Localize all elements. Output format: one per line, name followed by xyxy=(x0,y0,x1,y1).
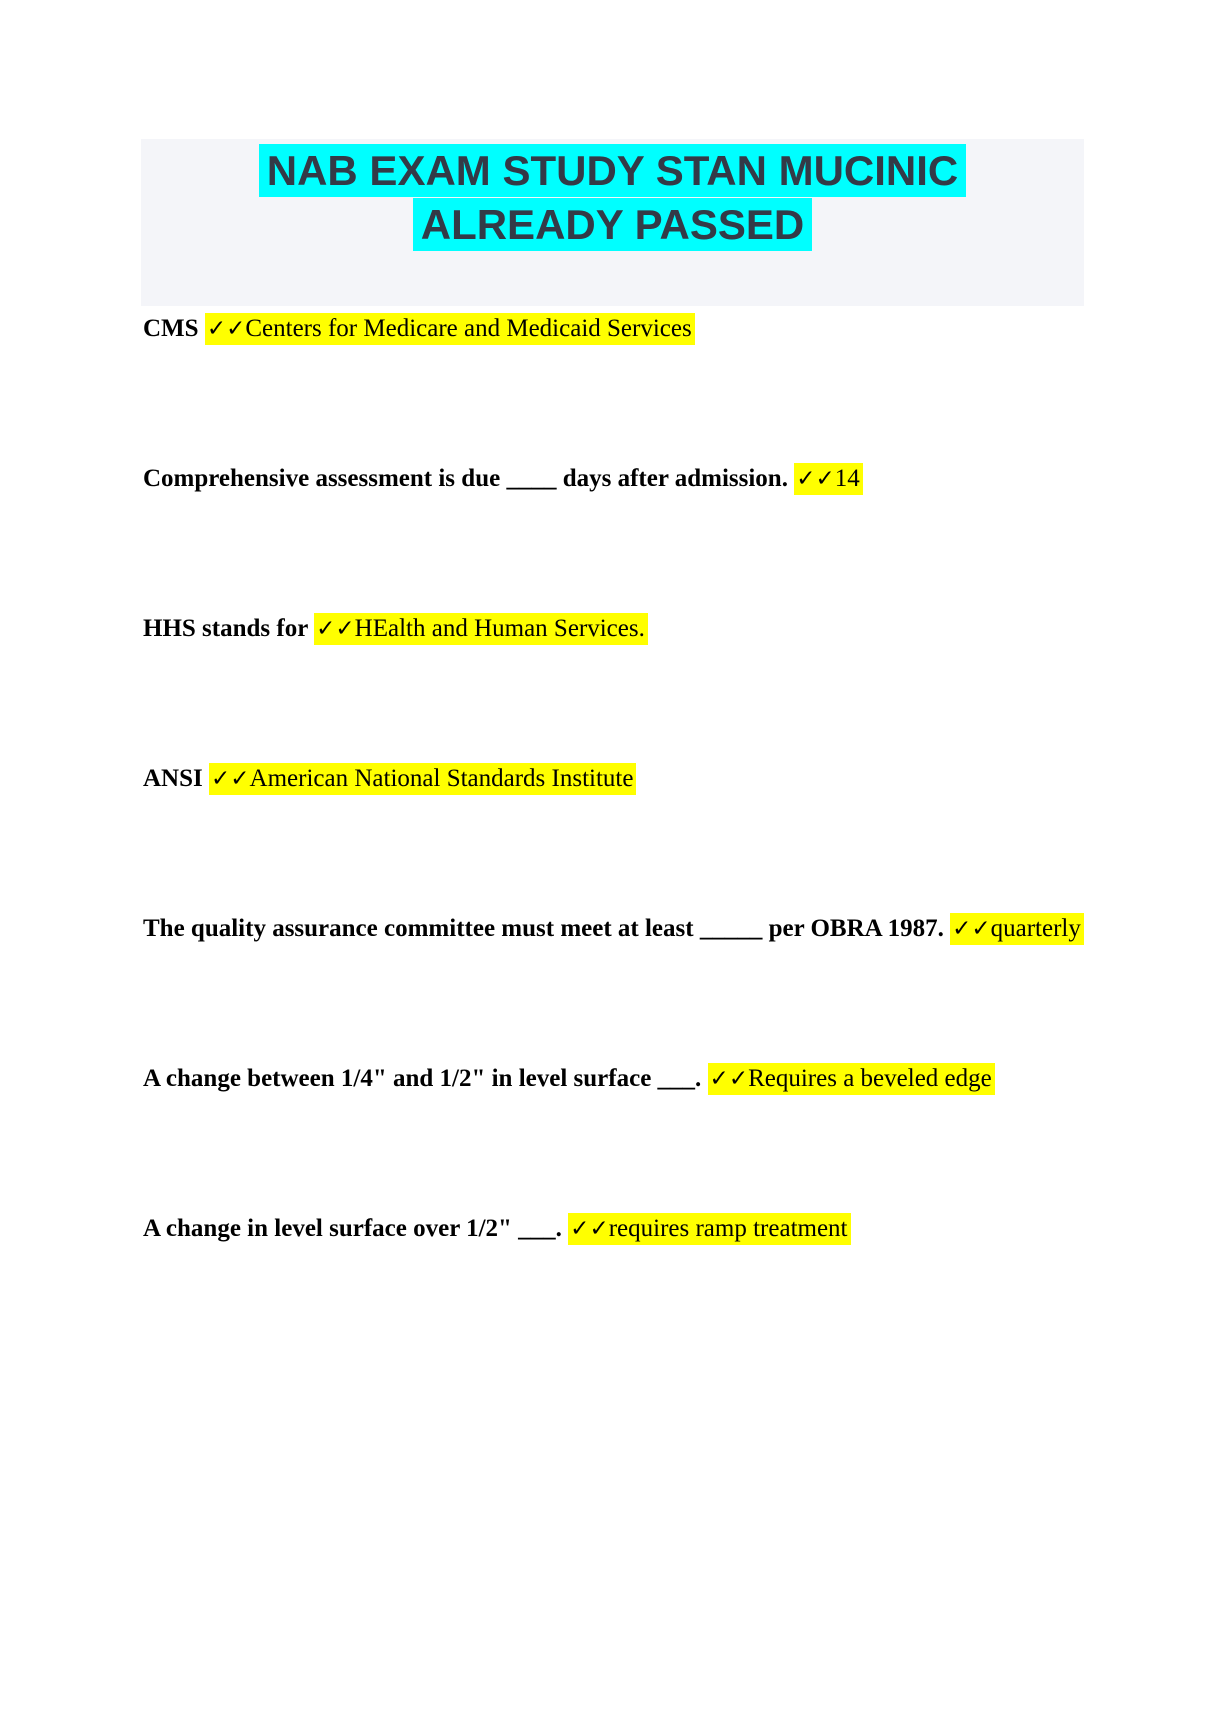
question-text: HHS stands for xyxy=(143,615,315,642)
answer-highlight: ✓✓HEalth and Human Services. xyxy=(314,613,648,645)
answer-highlight: ✓✓American National Standards Institute xyxy=(209,763,637,795)
question-text: The quality assurance committee must mee… xyxy=(143,915,951,942)
answer-text: Centers for Medicare and Medicaid Servic… xyxy=(245,315,692,342)
qa-item-hhs: HHS stands for ✓✓HEalth and Human Servic… xyxy=(143,612,1104,646)
answer-highlight: ✓✓Requires a beveled edge xyxy=(707,1063,995,1095)
double-checkmark-icon: ✓✓ xyxy=(952,916,991,942)
qa-item-beveled-edge: A change between 1/4" and 1/2" in level … xyxy=(143,1062,1104,1096)
double-checkmark-icon: ✓✓ xyxy=(796,466,835,492)
qa-item-comprehensive-assessment: Comprehensive assessment is due ____ day… xyxy=(143,462,1104,496)
answer-text: American National Standards Institute xyxy=(249,765,634,792)
qa-item-ramp-treatment: A change in level surface over 1/2" ___.… xyxy=(143,1212,1104,1246)
double-checkmark-icon: ✓✓ xyxy=(206,316,246,342)
title-line-1: NAB EXAM STUDY STAN MUCINIC xyxy=(258,144,967,197)
answer-text: requires ramp treatment xyxy=(608,1215,848,1242)
answer-text: Requires a beveled edge xyxy=(748,1065,992,1092)
answer-text: HEalth and Human Services. xyxy=(354,615,645,642)
double-checkmark-icon: ✓✓ xyxy=(709,1066,749,1092)
answer-highlight: ✓✓Centers for Medicare and Medicaid Serv… xyxy=(204,313,695,345)
question-text: A change between 1/4" and 1/2" in level … xyxy=(143,1065,708,1092)
question-text: Comprehensive assessment is due ____ day… xyxy=(143,465,795,492)
qa-item-ansi: ANSI ✓✓American National Standards Insti… xyxy=(143,762,1104,796)
qa-item-quality-assurance: The quality assurance committee must mee… xyxy=(143,912,1104,946)
answer-highlight: ✓✓requires ramp treatment xyxy=(568,1213,851,1245)
question-text: ANSI xyxy=(143,765,209,792)
double-checkmark-icon: ✓✓ xyxy=(570,1216,609,1242)
question-text: A change in level surface over 1/2" ___. xyxy=(143,1215,569,1242)
answer-text: quarterly xyxy=(990,915,1081,942)
question-text: CMS xyxy=(143,315,205,342)
answer-highlight: ✓✓quarterly xyxy=(950,913,1084,945)
double-checkmark-icon: ✓✓ xyxy=(211,766,250,792)
qa-item-cms: CMS ✓✓Centers for Medicare and Medicaid … xyxy=(143,312,1104,346)
title-line-2: ALREADY PASSED xyxy=(412,198,813,251)
double-checkmark-icon: ✓✓ xyxy=(316,616,355,642)
answer-text: 14 xyxy=(834,465,860,492)
answer-highlight: ✓✓14 xyxy=(794,463,863,495)
qa-list: CMS ✓✓Centers for Medicare and Medicaid … xyxy=(0,312,1224,1246)
